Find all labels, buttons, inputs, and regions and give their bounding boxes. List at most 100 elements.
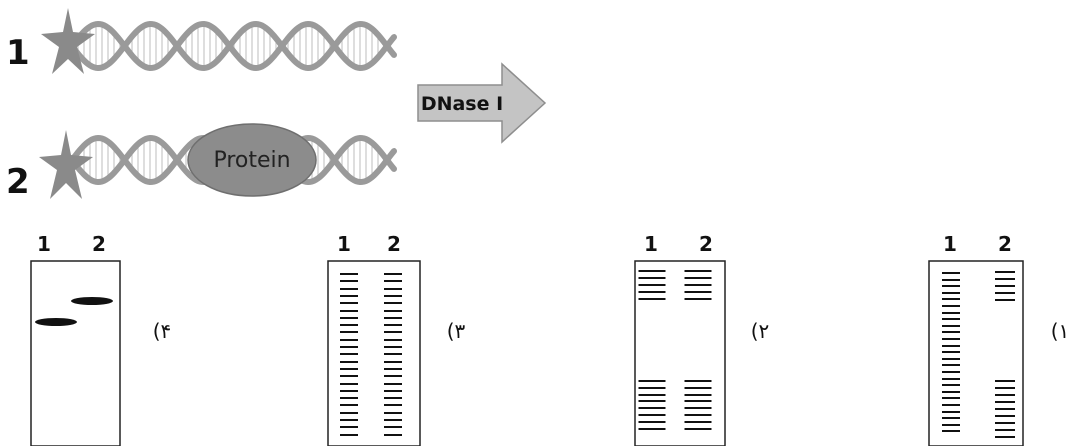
- gel2-lane-label-2: 2: [699, 232, 713, 256]
- gel-band: [995, 292, 1015, 294]
- gel-band: [942, 305, 960, 307]
- gel-band: [384, 288, 402, 290]
- gel-band: [384, 434, 402, 436]
- gel-band: [684, 428, 712, 430]
- gel-band: [638, 421, 666, 423]
- dnase-arrow: [417, 62, 547, 144]
- gel-band: [684, 407, 712, 409]
- gel2-bands: [638, 270, 712, 430]
- gel-band: [384, 346, 402, 348]
- gel-band: [340, 368, 358, 370]
- gel-band: [942, 279, 960, 281]
- gel-band: [995, 299, 1015, 301]
- gel-band: [638, 407, 666, 409]
- gel-band: [384, 302, 402, 304]
- gel-band: [942, 318, 960, 320]
- gel-band: [942, 364, 960, 366]
- gel1-lane-label-2: 2: [998, 232, 1012, 256]
- gel-band: [340, 419, 358, 421]
- gel-band: [638, 387, 666, 389]
- gel1-bands: [942, 271, 1015, 438]
- gel3-lane-label-1: 1: [337, 232, 351, 256]
- gel-band: [942, 417, 960, 419]
- gel-band: [340, 404, 358, 406]
- gel4-lane-label-2: 2: [92, 232, 106, 256]
- gel2-lane-label-1: 1: [644, 232, 658, 256]
- gel-band: [942, 325, 960, 327]
- gel-band: [384, 273, 402, 275]
- gel3-option-label: (۳: [447, 319, 466, 343]
- gel-band: [384, 404, 402, 406]
- gel-band: [942, 292, 960, 294]
- gel-band: [995, 408, 1015, 410]
- gel-band: [942, 338, 960, 340]
- gel-band: [942, 285, 960, 287]
- gel-band: [942, 358, 960, 360]
- gel-option-1: 1 2 (۱: [928, 232, 1070, 446]
- gel4-lane-label-1: 1: [37, 232, 51, 256]
- gel-band: [384, 310, 402, 312]
- gel-band: [340, 302, 358, 304]
- gel-band: [384, 383, 402, 385]
- gel-band: [384, 426, 402, 428]
- gel-band: [942, 378, 960, 380]
- gel-band: [340, 375, 358, 377]
- protein-blob: [187, 123, 317, 197]
- gel-band: [638, 380, 666, 382]
- gel2-frame: [634, 260, 726, 446]
- gel-band: [384, 375, 402, 377]
- gel-band: [942, 430, 960, 432]
- protein-label: Protein: [213, 148, 290, 173]
- gel-band: [384, 390, 402, 392]
- gel-band: [638, 400, 666, 402]
- gel-band: [995, 401, 1015, 403]
- gel-band: [340, 295, 358, 297]
- gel4-band-lane1: [35, 318, 77, 326]
- gel-band: [684, 387, 712, 389]
- gel-band: [684, 380, 712, 382]
- gel-band: [340, 324, 358, 326]
- gel-band: [384, 280, 402, 282]
- gel-band: [384, 295, 402, 297]
- gel-band: [340, 390, 358, 392]
- gel-band: [995, 429, 1015, 431]
- gel-band: [638, 298, 666, 300]
- gel-band: [995, 278, 1015, 280]
- gel-band: [942, 404, 960, 406]
- gel-band: [384, 353, 402, 355]
- gel-band: [384, 397, 402, 399]
- dna1-label: 1: [6, 33, 30, 73]
- dna-helix-1: [69, 20, 397, 72]
- gel-band: [384, 412, 402, 414]
- gel-band: [384, 361, 402, 363]
- dna-strand-2: [69, 20, 397, 72]
- gel-band: [340, 426, 358, 428]
- gel-band: [995, 271, 1015, 273]
- dna2-label: 2: [6, 162, 30, 202]
- gel-band: [995, 436, 1015, 438]
- gel-band: [995, 380, 1015, 382]
- dnase-label: DNase I: [421, 93, 503, 115]
- gel-band: [942, 312, 960, 314]
- gel-band: [942, 411, 960, 413]
- gel-band: [340, 397, 358, 399]
- star-label-1-icon: [41, 8, 95, 74]
- gel-option-2: 1 2 (۲: [634, 232, 769, 446]
- gel-band: [638, 277, 666, 279]
- gel-band: [638, 394, 666, 396]
- gel1-option-label: (۱: [1051, 319, 1070, 343]
- gel-band: [684, 284, 712, 286]
- gel-band: [340, 412, 358, 414]
- gel-option-4: 1 2 (۴: [30, 232, 171, 446]
- gel-band: [942, 351, 960, 353]
- gel-band: [942, 298, 960, 300]
- gel-band: [942, 384, 960, 386]
- gel1-lane-label-1: 1: [943, 232, 957, 256]
- gel-band: [942, 371, 960, 373]
- gel-band: [340, 361, 358, 363]
- gel-band: [384, 317, 402, 319]
- gel4-band-lane2: [71, 297, 113, 305]
- gel-band: [638, 291, 666, 293]
- gel-band: [340, 273, 358, 275]
